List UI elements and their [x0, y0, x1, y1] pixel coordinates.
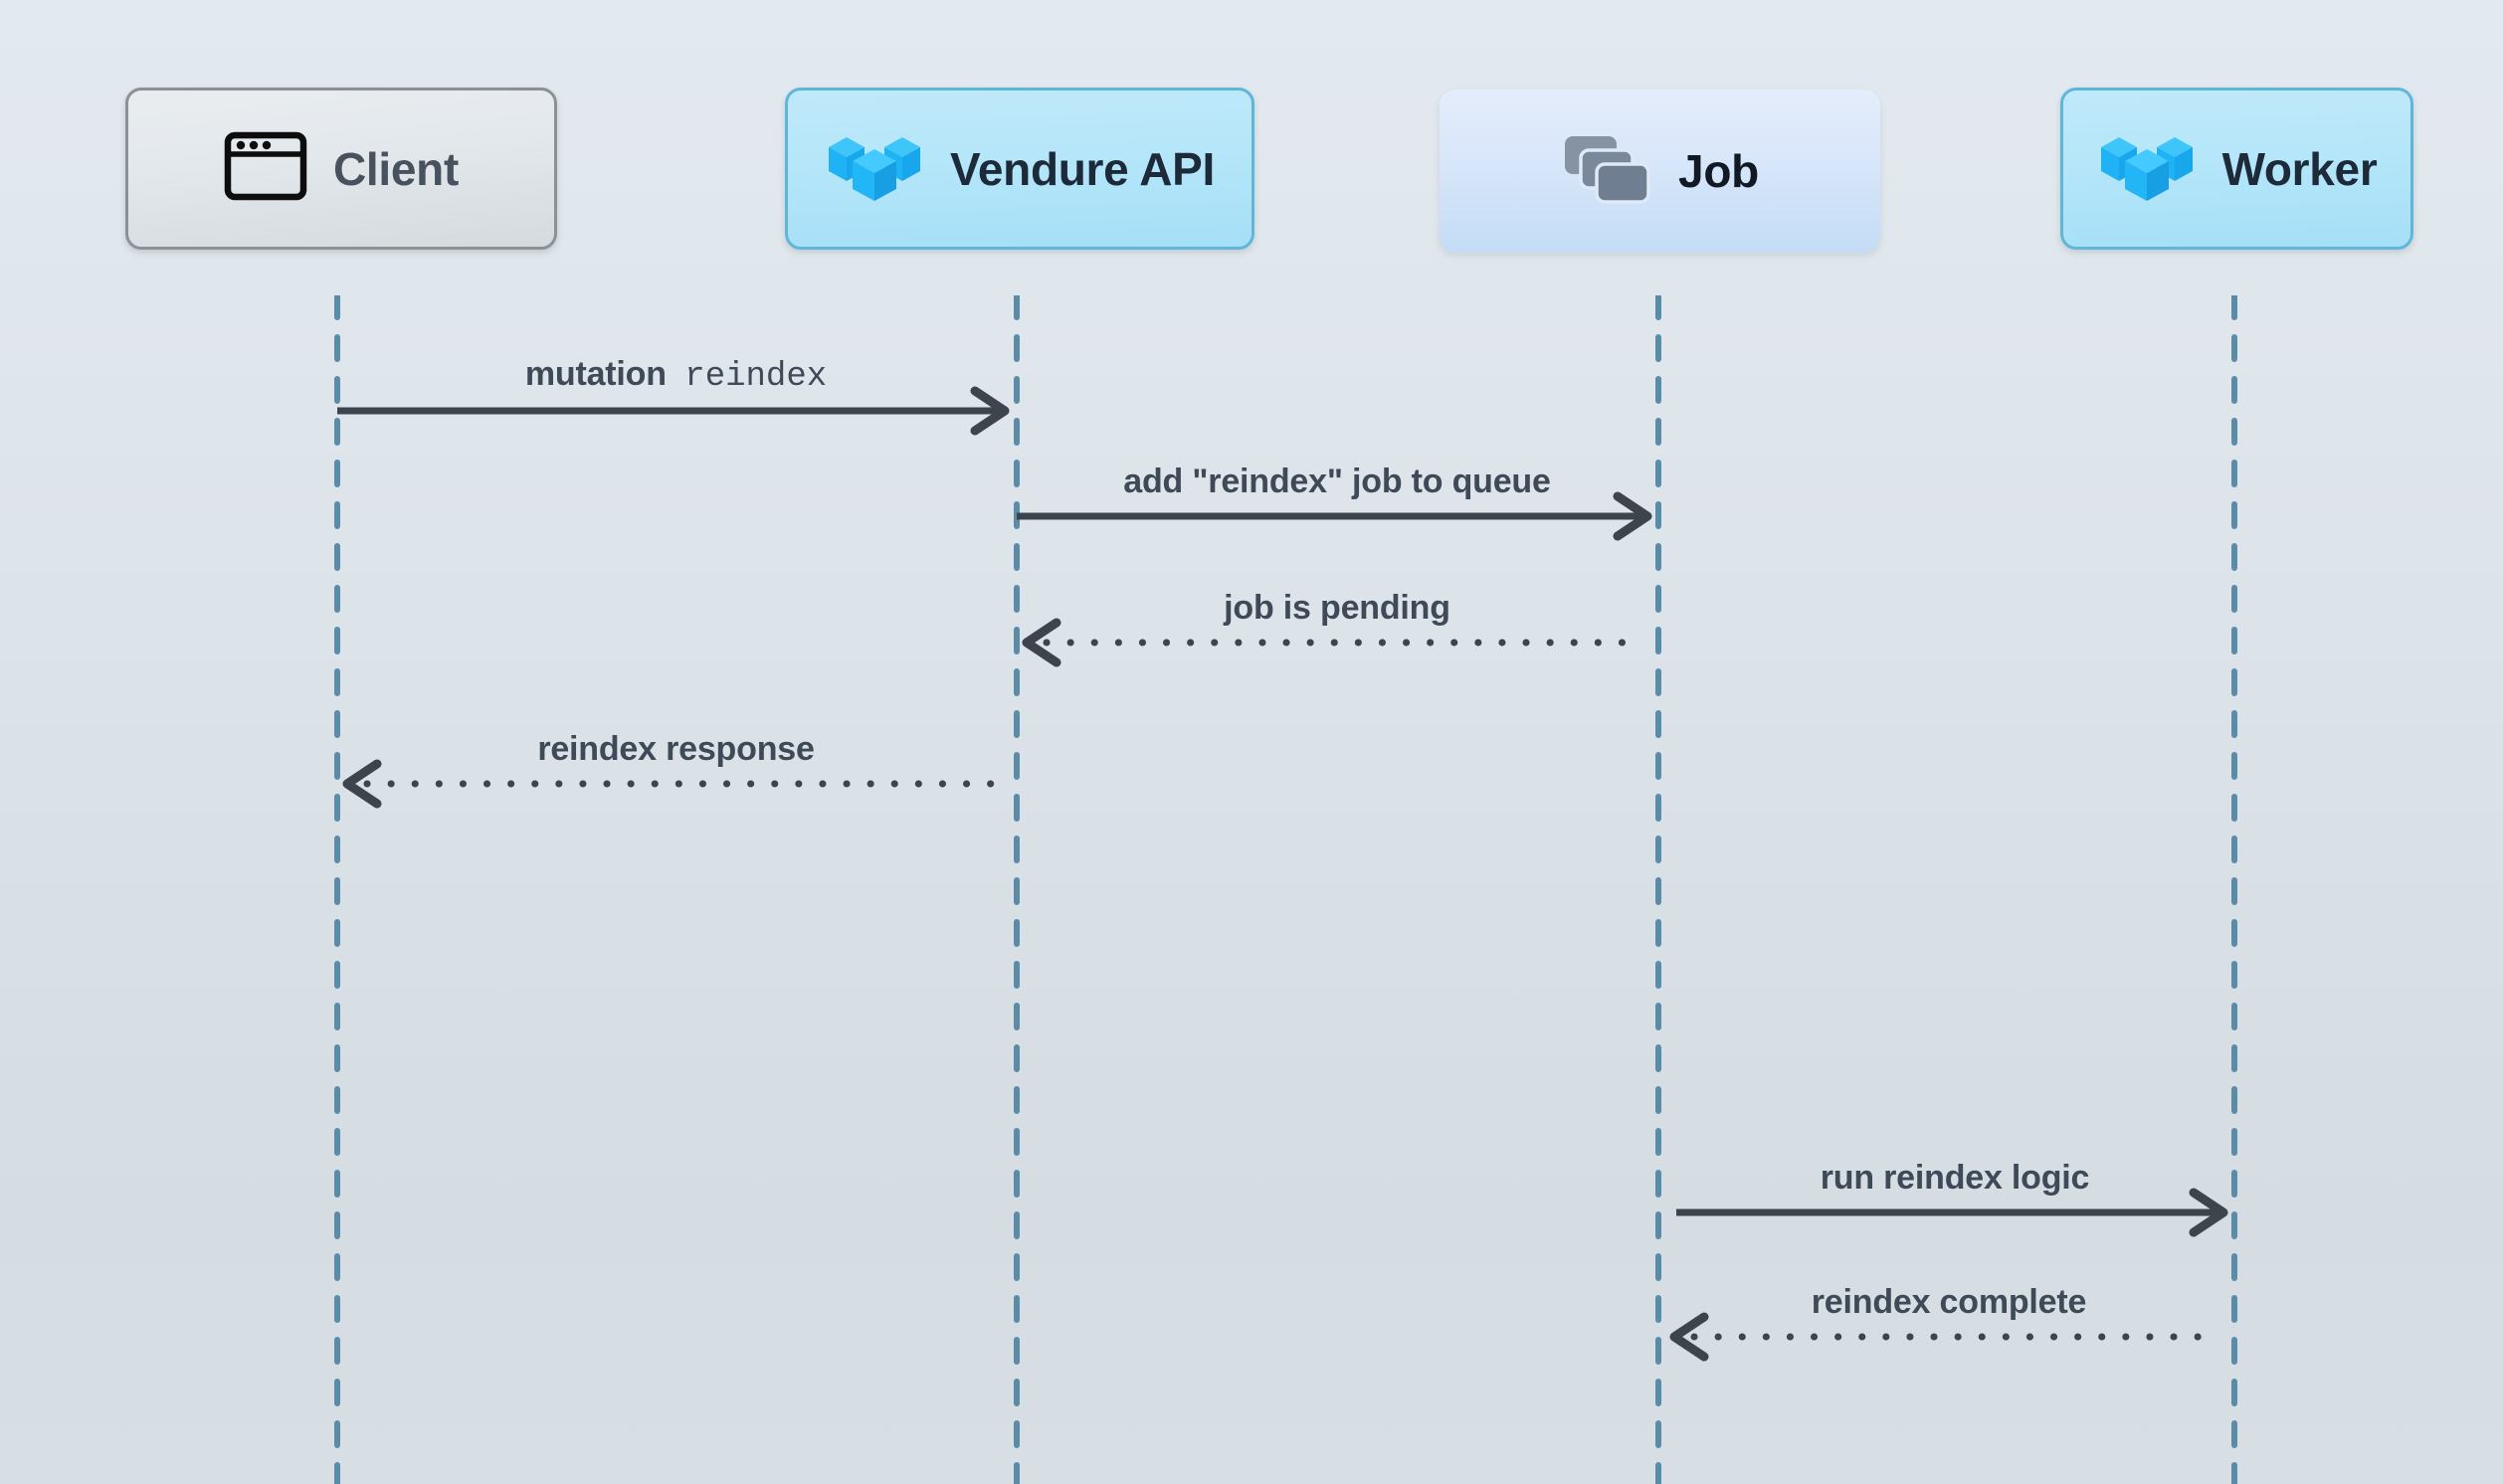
- participant-label-job: Job: [1678, 145, 1759, 197]
- stacked-cards-icon: [1561, 128, 1652, 215]
- lifeline-vendure-api: [1014, 295, 1020, 1484]
- message-arrow-dotted: [1669, 1312, 2206, 1362]
- message-add-reindex-job-to-queue: add "reindex" job to queue: [1017, 463, 1657, 541]
- participant-box-job[interactable]: Job: [1440, 90, 1880, 253]
- message-reindex-response: reindex response: [337, 730, 1015, 809]
- message-job-is-pending: job is pending: [1017, 589, 1657, 667]
- message-label-job-is-pending: job is pending: [1224, 589, 1450, 627]
- participant-label-vendure-api: Vendure API: [950, 142, 1215, 195]
- message-arrow-dotted: [342, 759, 998, 809]
- message-arrow-dotted: [1022, 618, 1628, 667]
- message-label-reindex-complete: reindex complete: [1811, 1283, 2087, 1321]
- message-label-add-reindex-job-to-queue: add "reindex" job to queue: [1123, 463, 1551, 500]
- message-mutation-reindex: mutation reindex: [337, 355, 1015, 436]
- message-reindex-complete: reindex complete: [1664, 1283, 2233, 1362]
- browser-window-icon: [224, 131, 307, 206]
- lifeline-client: [334, 295, 340, 1484]
- participant-box-client[interactable]: Client: [125, 88, 557, 250]
- participant-label-client: Client: [333, 142, 459, 195]
- vendure-cubes-icon: [2097, 125, 2197, 212]
- lifeline-worker: [2231, 295, 2237, 1484]
- message-run-reindex-logic: run reindex logic: [1676, 1159, 2233, 1237]
- message-label-mutation-reindex: mutation reindex: [524, 355, 828, 396]
- participant-box-worker[interactable]: Worker: [2060, 88, 2413, 250]
- lifeline-job: [1655, 295, 1661, 1484]
- message-label-run-reindex-logic: run reindex logic: [1820, 1159, 2090, 1197]
- message-label-reindex-response: reindex response: [537, 730, 815, 768]
- participant-label-worker: Worker: [2221, 142, 2378, 195]
- participant-box-vendure-api[interactable]: Vendure API: [785, 88, 1254, 250]
- message-arrow-solid: [1017, 491, 1652, 541]
- vendure-cubes-icon: [825, 125, 924, 212]
- message-arrow-solid: [337, 386, 1010, 436]
- message-arrow-solid: [1676, 1188, 2228, 1237]
